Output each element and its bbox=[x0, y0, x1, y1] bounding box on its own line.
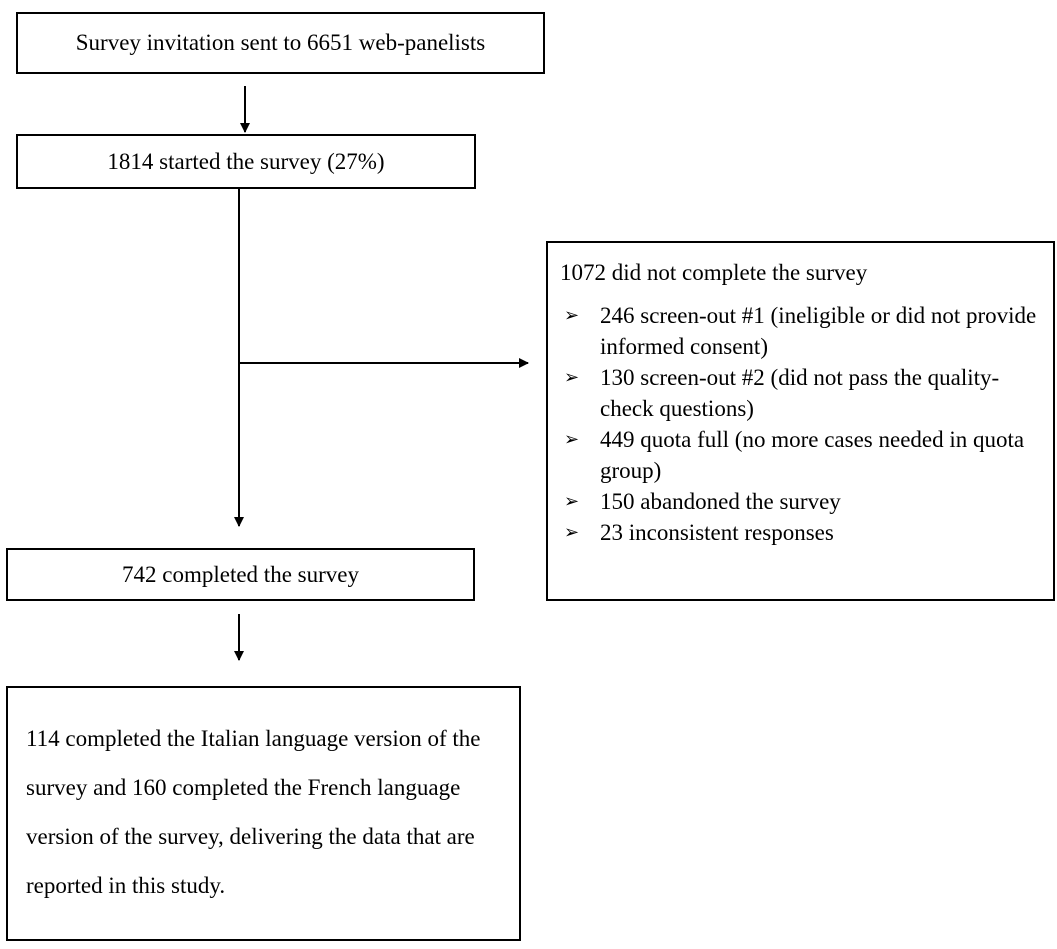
list-item: ➢ 23 inconsistent responses bbox=[560, 517, 1043, 548]
arrow-bullet-icon: ➢ bbox=[564, 367, 580, 388]
exclusion-list: ➢ 246 screen-out #1 (ineligible or did n… bbox=[560, 300, 1043, 548]
invitation-text: Survey invitation sent to 6651 web-panel… bbox=[75, 30, 486, 55]
exclusion-item-text: 23 inconsistent responses bbox=[600, 520, 834, 545]
final-sample-text: 114 completed the Italian language versi… bbox=[26, 726, 481, 898]
list-item: ➢ 150 abandoned the survey bbox=[560, 486, 1043, 517]
final-sample-box: 114 completed the Italian language versi… bbox=[6, 686, 521, 941]
arrow-bullet-icon: ➢ bbox=[564, 491, 580, 512]
exclusion-item-text: 449 quota full (no more cases needed in … bbox=[600, 427, 1025, 483]
not-completed-title: 1072 did not complete the survey bbox=[560, 260, 868, 285]
list-item: ➢ 130 screen-out #2 (did not pass the qu… bbox=[560, 362, 1043, 424]
completed-box: 742 completed the survey bbox=[6, 548, 475, 601]
started-text: 1814 started the survey (27%) bbox=[107, 148, 385, 174]
not-completed-box: 1072 did not complete the survey ➢ 246 s… bbox=[546, 241, 1055, 601]
arrow-bullet-icon: ➢ bbox=[564, 522, 580, 543]
arrow-bullet-icon: ➢ bbox=[564, 429, 580, 450]
exclusion-item-text: 130 screen-out #2 (did not pass the qual… bbox=[600, 365, 1000, 421]
exclusion-item-text: 150 abandoned the survey bbox=[600, 489, 841, 514]
arrow-bullet-icon: ➢ bbox=[564, 305, 580, 326]
invitation-box: Survey invitation sent to 6651 web-panel… bbox=[16, 12, 545, 74]
list-item: ➢ 449 quota full (no more cases needed i… bbox=[560, 424, 1043, 486]
completed-text: 742 completed the survey bbox=[122, 561, 359, 587]
exclusion-item-text: 246 screen-out #1 (ineligible or did not… bbox=[600, 303, 1037, 359]
list-item: ➢ 246 screen-out #1 (ineligible or did n… bbox=[560, 300, 1043, 362]
started-box: 1814 started the survey (27%) bbox=[16, 134, 476, 189]
